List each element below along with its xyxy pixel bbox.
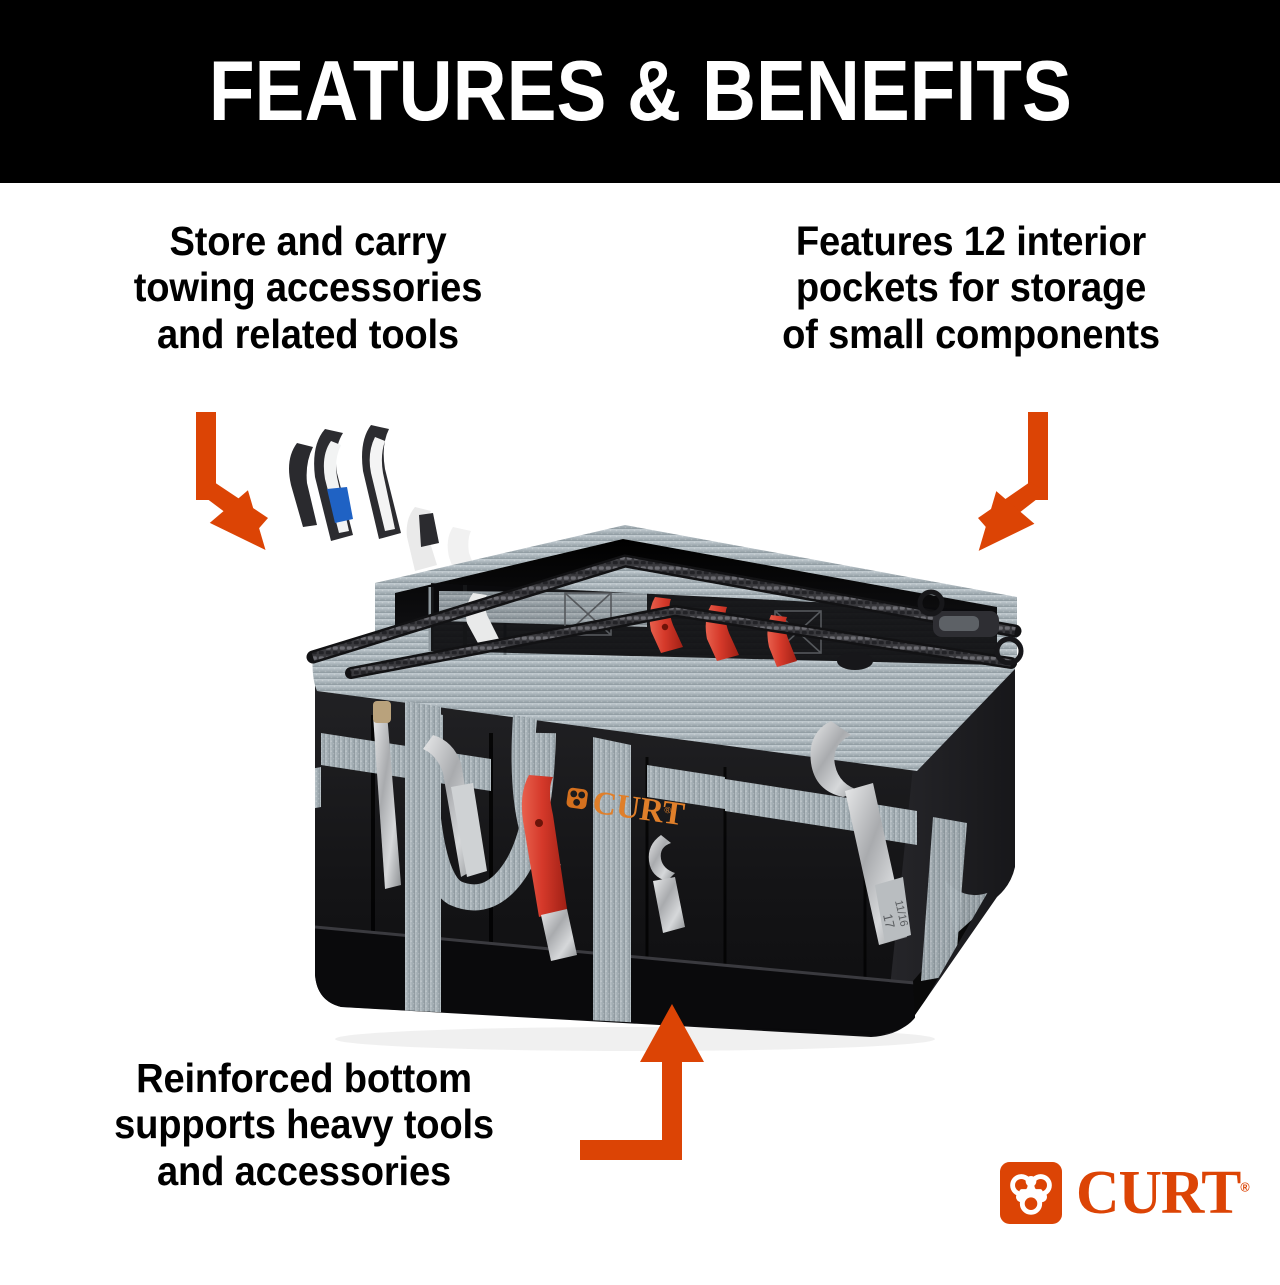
curt-brand-logo: CURT® [1000, 1157, 1250, 1229]
zipper-pull [917, 589, 1024, 666]
callout-line: towing accessories [133, 264, 483, 311]
bag-front-pockets [315, 701, 1015, 1035]
curt-trefoil-icon [1000, 1162, 1062, 1224]
callout-line: and related tools [157, 310, 459, 357]
callout-interior-pockets: Features 12 interior pockets for storage… [706, 218, 1236, 357]
callout-line: Store and carry [169, 218, 447, 264]
svg-text:11/16: 11/16 [892, 899, 910, 928]
wrench-tool: 17 11/16 [810, 721, 911, 945]
curt-wordmark-text: CURT [1076, 1159, 1241, 1227]
page-title: FEATURES & BENEFITS [208, 44, 1072, 139]
svg-text:®: ® [664, 805, 672, 816]
callout-line: supports heavy tools [114, 1101, 494, 1148]
product-image-toolbag: 17 11/16 CURT ® [255, 415, 1055, 1055]
curt-wordmark: CURT® [1076, 1159, 1250, 1227]
header-band: FEATURES & BENEFITS [0, 0, 1280, 183]
front-pocket-tools: 17 11/16 [373, 701, 911, 961]
protruding-hand-tools [289, 425, 479, 585]
callout-line: and accessories [157, 1147, 451, 1194]
callout-line: Features 12 interior [795, 218, 1147, 264]
svg-text:17: 17 [880, 912, 898, 929]
callout-line: of small components [782, 310, 1160, 357]
callout-line: pockets for storage [795, 264, 1147, 311]
callout-line: Reinforced bottom [136, 1055, 472, 1101]
callout-store-and-carry: Store and carry towing accessories and r… [58, 218, 558, 357]
registered-mark: ® [1240, 1179, 1249, 1195]
bag-zipper [306, 554, 1024, 679]
callout-reinforced-bottom: Reinforced bottom supports heavy tools a… [44, 1055, 564, 1194]
